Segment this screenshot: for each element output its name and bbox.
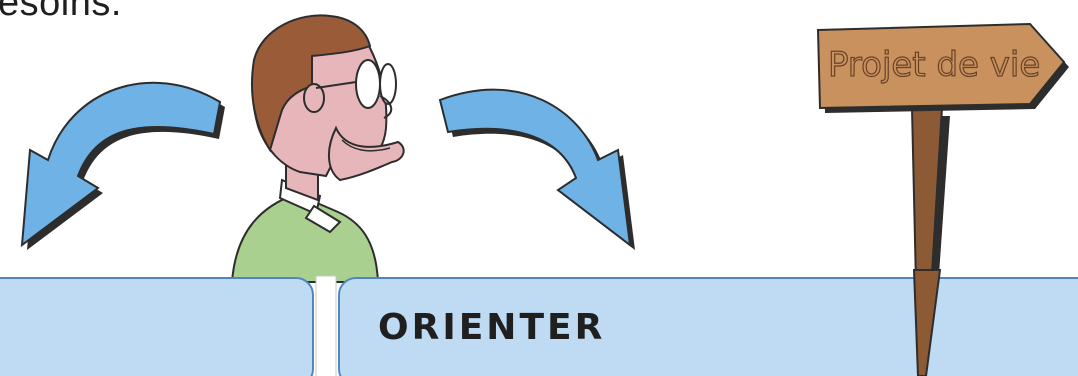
glasses-icon [356, 60, 380, 108]
signpost-label: Projet de vie [828, 45, 1040, 85]
orienter-title: ORIENTER [378, 307, 605, 348]
thinking-man-figure [232, 15, 404, 282]
left-curved-arrow-icon [22, 83, 225, 250]
panel-divider [316, 276, 336, 376]
left-panel [0, 277, 314, 376]
right-curved-arrow-icon [440, 90, 635, 250]
